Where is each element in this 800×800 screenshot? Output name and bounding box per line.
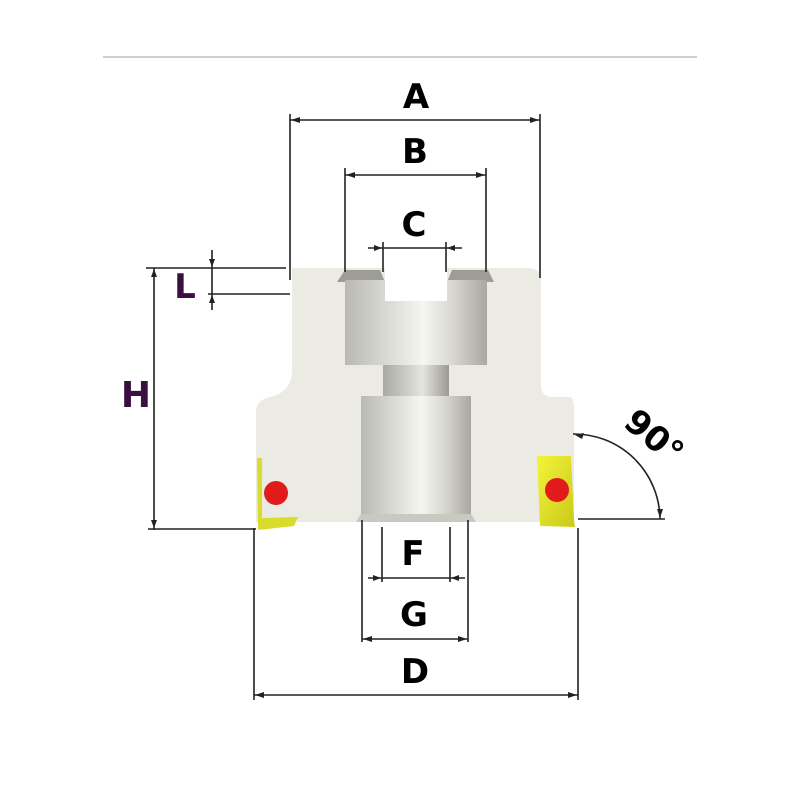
- label-f: F: [401, 534, 424, 574]
- bore-chamfer-right: [447, 270, 494, 282]
- label-g: G: [400, 595, 428, 635]
- bore-chamfer-left: [337, 270, 385, 282]
- label-d: D: [401, 652, 429, 692]
- label-b: B: [402, 132, 428, 172]
- label-l: L: [174, 267, 196, 307]
- left-insert: [257, 458, 298, 530]
- dimension-lines: [146, 114, 665, 700]
- label-a: A: [403, 77, 430, 117]
- lower-bore: [361, 396, 471, 518]
- label-c: C: [402, 205, 427, 245]
- label-angle: 90°: [616, 401, 691, 473]
- right-screw: [545, 478, 569, 502]
- label-h: H: [121, 375, 151, 416]
- arrowheads: [151, 117, 663, 698]
- keyway-slot: [385, 268, 447, 301]
- bore-neck: [383, 365, 449, 397]
- left-screw: [264, 481, 288, 505]
- bore-chamfer-bottom: [356, 514, 476, 522]
